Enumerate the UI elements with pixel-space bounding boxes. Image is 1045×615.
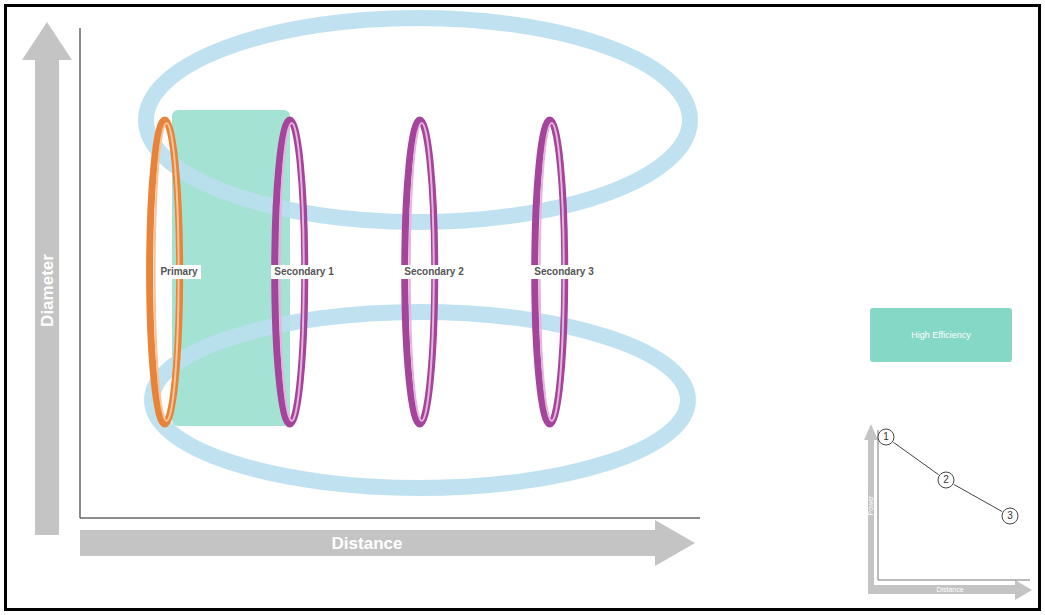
- coil-ring: Secondary 3: [512, 114, 587, 430]
- axis-line: [80, 517, 700, 519]
- callout-number: 1: [883, 432, 889, 442]
- coil-label: Secondary 3: [531, 265, 596, 279]
- axis-line: [878, 430, 879, 580]
- axis-line: [878, 580, 1030, 581]
- legend-text: High Efficiency: [901, 330, 981, 341]
- coil-ring: Secondary 2: [382, 114, 457, 430]
- coil-ring: Secondary 1: [252, 114, 327, 430]
- axis-line: [79, 28, 81, 518]
- chart-point: 2: [937, 471, 955, 489]
- distance-arrow: [80, 520, 695, 566]
- field-loop: [152, 312, 688, 488]
- axis-label: Power: [868, 495, 875, 515]
- power-arrow: [864, 424, 878, 585]
- axis-label: Distance: [936, 586, 963, 593]
- diameter-arrow: [22, 22, 72, 535]
- callout-number: 2: [943, 475, 949, 485]
- distance-arrow-small: [868, 580, 1032, 600]
- trend-line: [893, 442, 938, 475]
- coil-label: Secondary 1: [271, 265, 336, 279]
- axis-label: Distance: [332, 535, 403, 552]
- axis-label: Diameter: [38, 254, 55, 327]
- trend-line: [954, 484, 1002, 511]
- callout-number: 3: [1007, 511, 1013, 521]
- chart-point: 3: [1001, 507, 1019, 525]
- coil-label: Primary: [157, 265, 200, 279]
- coil-label: Secondary 2: [401, 265, 466, 279]
- chart-point: 1: [877, 428, 895, 446]
- legend-swatch: High Efficiency: [870, 308, 1012, 362]
- coil-ring: Primary: [138, 114, 191, 430]
